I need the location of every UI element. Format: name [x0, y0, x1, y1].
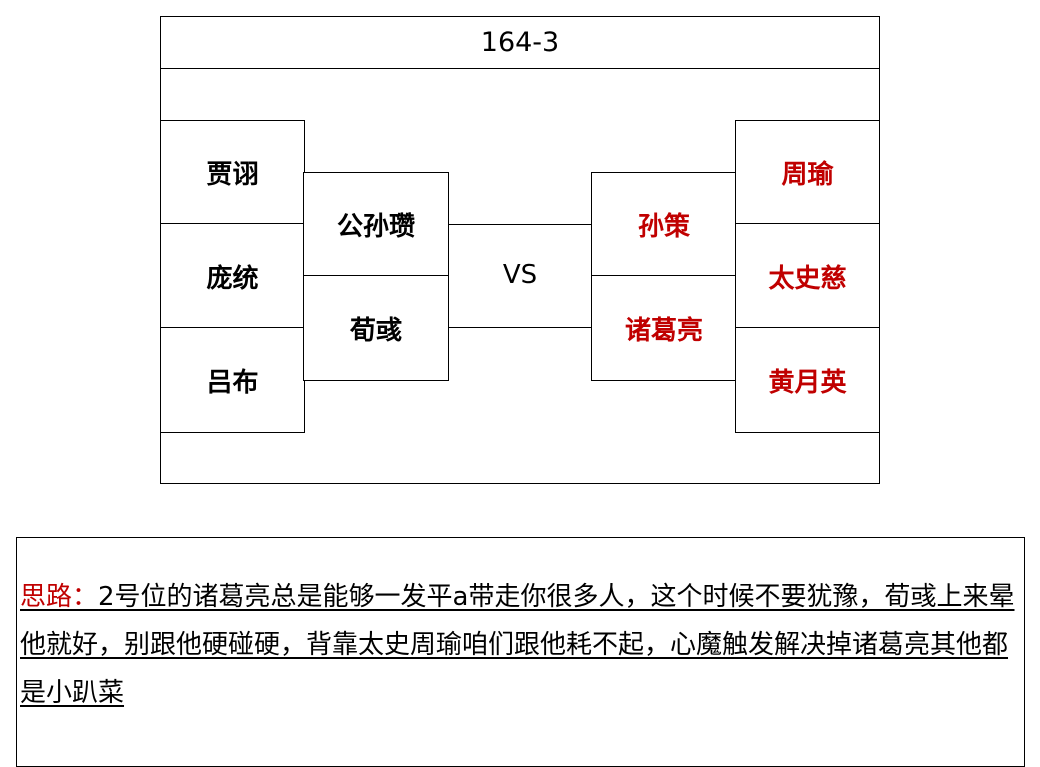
right-front-slot-1: 孙策 [591, 172, 737, 277]
right-back-slot-3: 黄月英 [735, 327, 880, 433]
left-front-slot-2: 荀彧 [303, 275, 449, 381]
right-back-slot-2: 太史慈 [735, 223, 880, 329]
right-back-slot-1: 周瑜 [735, 120, 880, 225]
left-back-slot-1: 贾诩 [160, 120, 305, 225]
right-front-slot-2: 诸葛亮 [591, 275, 737, 381]
connector-line-left-top [448, 224, 592, 225]
strategy-notes: 思路：2号位的诸葛亮总是能够一发平a带走你很多人，这个时候不要犹豫，荀彧上来晕他… [20, 573, 1015, 717]
left-back-slot-2: 庞统 [160, 223, 305, 329]
connector-line-left-bottom [448, 327, 592, 328]
left-front-slot-1: 公孙瓒 [303, 172, 449, 277]
formation-title: 164-3 [160, 16, 880, 69]
vs-label: VS [502, 260, 538, 290]
left-back-slot-3: 吕布 [160, 327, 305, 433]
notes-label: 思路： [20, 582, 99, 612]
notes-body: 2号位的诸葛亮总是能够一发平a带走你很多人，这个时候不要犹豫，荀彧上来晕他就好，… [20, 582, 1015, 708]
